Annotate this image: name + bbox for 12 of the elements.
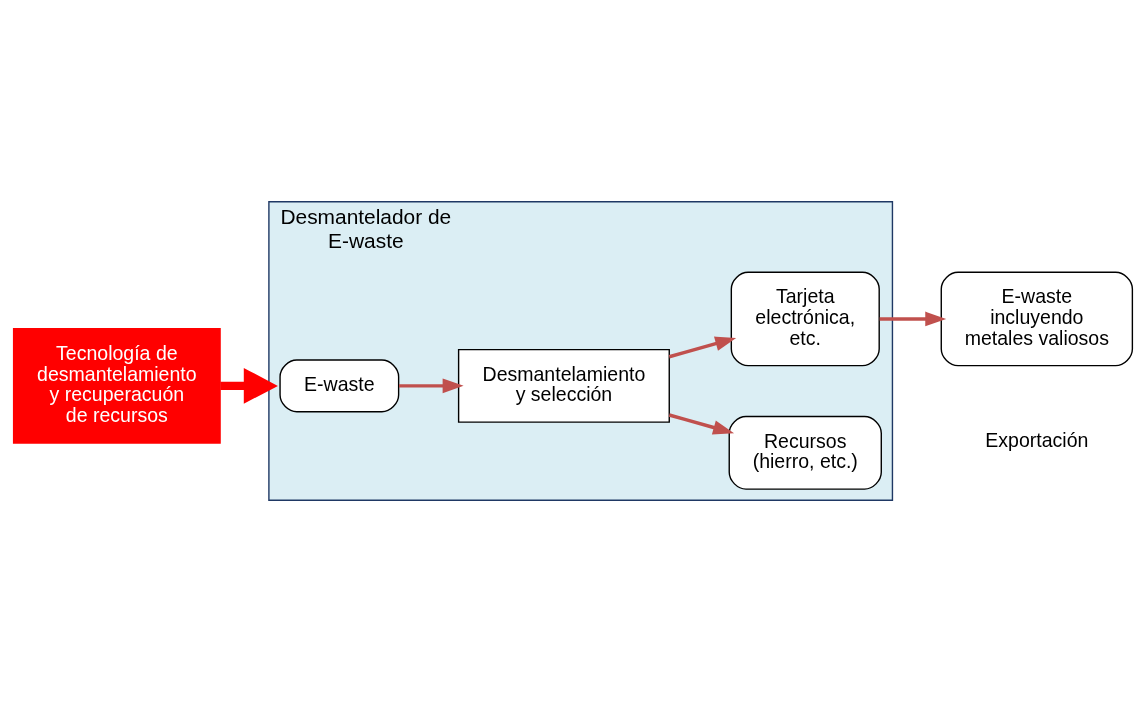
arrow xyxy=(668,412,735,435)
arrow xyxy=(879,311,947,326)
node-box: E-waste incluyendo metales valiosos xyxy=(940,271,1134,366)
arrow xyxy=(399,378,464,393)
arrow xyxy=(220,367,278,404)
node-box: E-waste xyxy=(279,358,400,412)
node-box: Desmantelamiento y selección xyxy=(457,348,670,423)
arrow xyxy=(668,336,737,358)
label: Exportación xyxy=(985,428,1089,451)
node-box: Tarjeta electrónica, etc. xyxy=(730,271,880,366)
node-box: Tecnología de desmantelamiento y recuperacuón de recursos xyxy=(12,327,221,444)
node-box: Recursos (hierro, etc.) xyxy=(728,415,882,490)
